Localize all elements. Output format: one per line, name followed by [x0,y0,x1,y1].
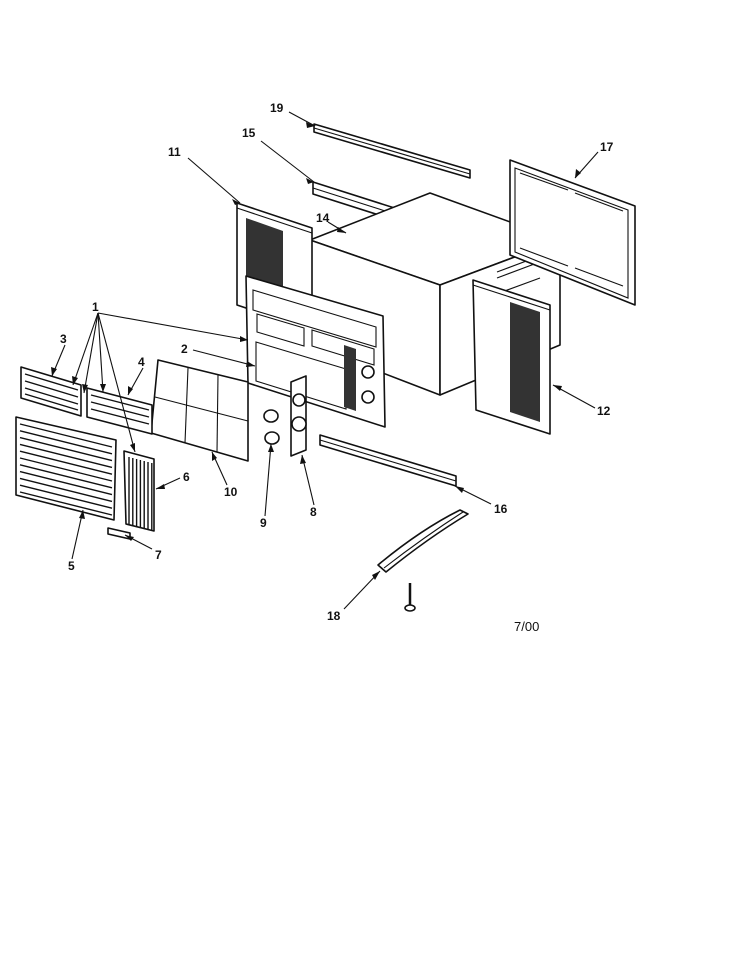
part-7-clip [107,527,131,540]
callout-2: 2 [181,342,188,356]
grille-slat [19,470,113,496]
callout-9: 9 [260,516,267,530]
callout-6: 6 [183,470,190,484]
part-6-side-grille [123,450,155,532]
grille-slat [19,430,113,455]
grille-slat [19,464,113,489]
callout-19: 19 [270,101,284,115]
callout-8: 8 [310,505,317,519]
grille-slat [19,436,113,462]
part-16-bottom-rail [319,434,457,487]
revision-date: 7/00 [514,619,539,634]
front-grille-slats [19,423,113,516]
part-2-front-frame [245,275,386,428]
callout-5: 5 [68,559,75,573]
grille-slat [19,450,113,475]
callout-15: 15 [242,126,256,140]
part-5-front-grille [15,416,117,521]
callout-1: 1 [92,300,99,314]
callout-12: 12 [597,404,611,418]
part-17-rear-panel [509,159,636,306]
grille-slat [19,484,113,509]
side-grille-slats [128,457,153,530]
leader-arrowheads [51,122,581,580]
grille-slat [19,491,113,516]
grille-slat [19,423,113,448]
part-18-mounting-bracket [377,509,469,573]
callout-17: 17 [600,140,614,154]
part-8-control-panel [290,375,307,457]
callout-16: 16 [494,502,508,516]
grille-slat [19,443,113,469]
part-12-right-side-panel [472,279,551,435]
callout-11: 11 [168,145,181,159]
grille-slat [19,477,113,503]
callout-14: 14 [316,211,330,225]
callout-10: 10 [224,485,238,499]
callout-labels: 1 2 3 4 5 6 7 8 9 10 11 12 14 15 16 17 1… [60,101,614,623]
part-9-knobs [263,409,280,445]
callout-7: 7 [155,548,162,562]
callout-4: 4 [138,355,145,369]
mounting-bolt [404,583,416,612]
callout-18: 18 [327,609,341,623]
grille-slat [19,457,113,482]
part-3-upper-left-louver [20,366,82,417]
part-4-upper-right-louver [86,387,153,435]
callout-3: 3 [60,332,67,346]
part-10-air-filter [150,359,249,462]
part-19-top-rail [313,123,471,179]
